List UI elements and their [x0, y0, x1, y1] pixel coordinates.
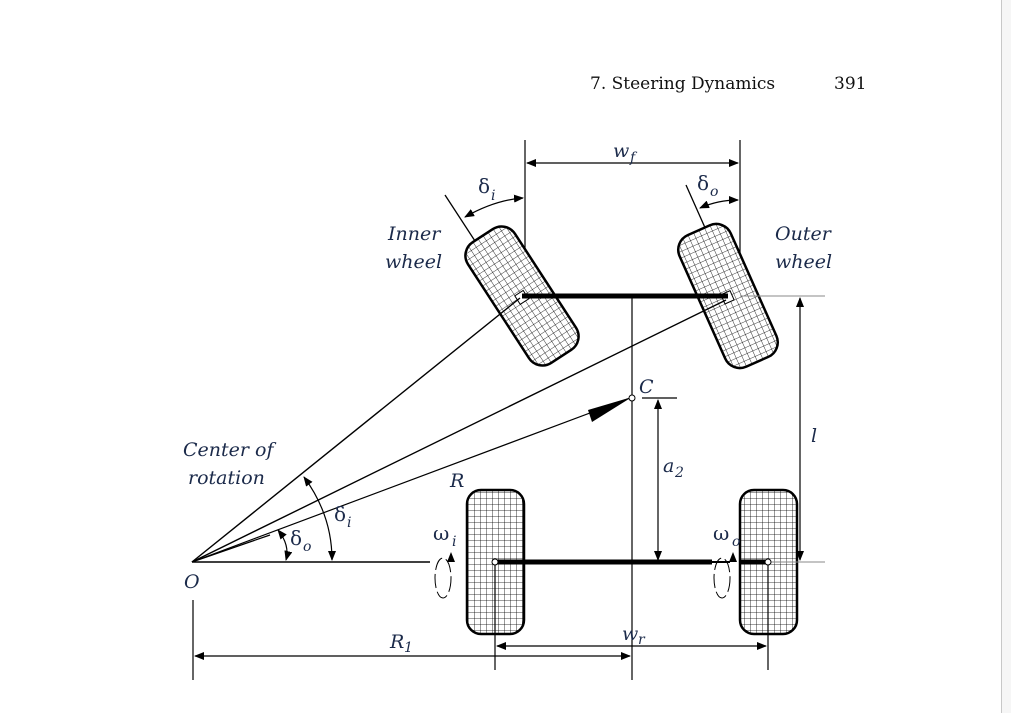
delta-o-angle: δ o — [277, 526, 311, 561]
omega-o-label: ω — [713, 521, 729, 545]
delta-i-label: δ — [334, 502, 346, 526]
a2-dimension: a 2 — [654, 399, 684, 561]
omega-i-rotation: ω i — [433, 521, 456, 599]
wr-label: w — [622, 623, 638, 645]
outer-wheel-label-line1: Outer — [775, 223, 833, 245]
origin-label: O — [184, 571, 200, 593]
vertical-scrollbar[interactable] — [1001, 0, 1011, 713]
page-number: 391 — [834, 74, 867, 94]
delta-i-subscript: i — [347, 515, 351, 531]
a2-label: a — [663, 455, 674, 477]
wr-dimension: w r — [496, 623, 767, 650]
wf-subscript: f — [629, 150, 638, 166]
omega-o-subscript: o — [732, 534, 740, 550]
chapter-title: 7. Steering Dynamics — [590, 74, 776, 94]
delta-i-angle: δ i — [303, 476, 351, 561]
l-label: l — [811, 425, 817, 447]
delta-i-top-subscript: i — [491, 188, 495, 204]
r1-dimension: R 1 — [194, 631, 631, 660]
delta-o-top-label: δ — [697, 171, 709, 195]
omega-o-rotation: ω o — [713, 521, 740, 599]
wf-label: w — [613, 140, 629, 162]
rotation-rays — [191, 297, 727, 563]
center-of-rotation-label-line1: Center of — [183, 439, 276, 461]
omega-i-label: ω — [433, 521, 449, 545]
a2-subscript: 2 — [674, 465, 684, 481]
delta-o-label: δ — [290, 526, 302, 550]
r-label: R — [449, 470, 464, 492]
l-dimension: l — [796, 297, 817, 561]
delta-o-top-subscript: o — [710, 184, 718, 200]
outer-wheel-label-line2: wheel — [775, 251, 832, 273]
center-of-mass-point — [628, 394, 636, 402]
omega-i-subscript: i — [452, 534, 456, 550]
inner-wheel-label-line1: Inner — [387, 223, 442, 245]
wr-subscript: r — [638, 632, 646, 648]
delta-i-top-label: δ — [478, 174, 490, 198]
c-label: C — [639, 376, 654, 398]
page-header: 7. Steering Dynamics 391 — [590, 74, 866, 94]
r1-subscript: 1 — [404, 640, 413, 656]
inner-wheel-label-line2: wheel — [385, 251, 442, 273]
center-of-rotation-label-line2: rotation — [188, 467, 265, 489]
delta-o-subscript: o — [303, 539, 311, 555]
r1-label: R — [389, 631, 404, 653]
